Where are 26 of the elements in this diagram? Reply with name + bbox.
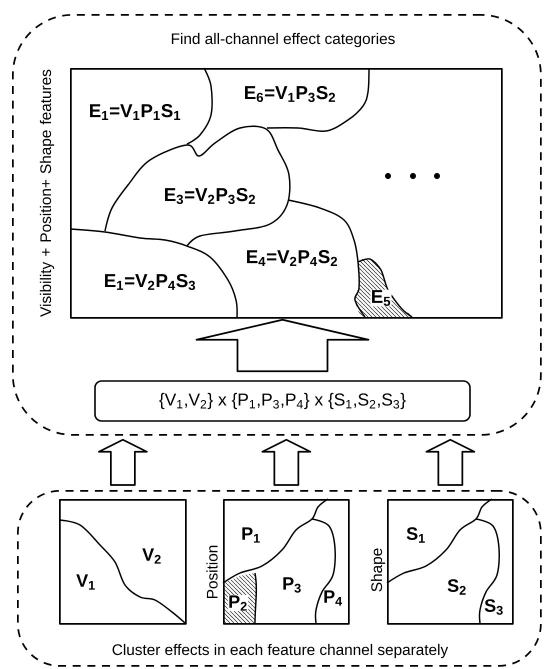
region-label: S$_{1}$ (406, 527, 425, 543)
region-label: V$_{2}$ (142, 548, 161, 564)
axis-label: Shape (370, 548, 386, 592)
region-label: E$_{1}$=V$_{2}$P$_{4}$S$_{3}$ (105, 274, 196, 290)
region-label: P$_{2}$ (228, 594, 248, 612)
region-title: Cluster effects in each feature channel separately (112, 644, 448, 658)
region-label: E$_{3}$=V$_{2}$P$_{3}$S$_{2}$ (165, 188, 256, 204)
region-label: P$_{3}$ (283, 577, 301, 593)
region-label: S$_{2}$ (448, 579, 466, 595)
block-arrow (262, 438, 312, 486)
block-arrow (196, 318, 370, 372)
map-box (59, 499, 187, 625)
region-label: P$_{4}$ (324, 590, 342, 606)
block-arrow (98, 438, 148, 486)
block-arrow (426, 438, 476, 486)
region-label: E$_{4}$=V$_{2}$P$_{4}$S$_{2}$ (247, 250, 338, 266)
axis-label: Position (206, 546, 218, 598)
region-label: E$_{6}$=V$_{1}$P$_{3}$S$_{2}$ (245, 86, 336, 102)
region-label: P$_{1}$ (242, 527, 260, 543)
formula-box: {V$_{1}$,V$_{2}$} x {P$_{1}$,P$_{3}$,P$_{4}$} x {S$_{1}$,S$_{2}$,S$_{3}$} (94, 380, 471, 422)
region-label: E$_{5}$ (370, 290, 392, 306)
region-title: Find all-channel effect categories (172, 32, 395, 48)
region-label: V$_{1}$ (76, 574, 95, 590)
region-label: E$_{1}$=V$_{1}$P$_{1}$S$_{1}$ (90, 104, 180, 120)
region-label: S$_{3}$ (484, 599, 503, 615)
axis-label: Visibility + Position+ Shape features (40, 70, 54, 317)
